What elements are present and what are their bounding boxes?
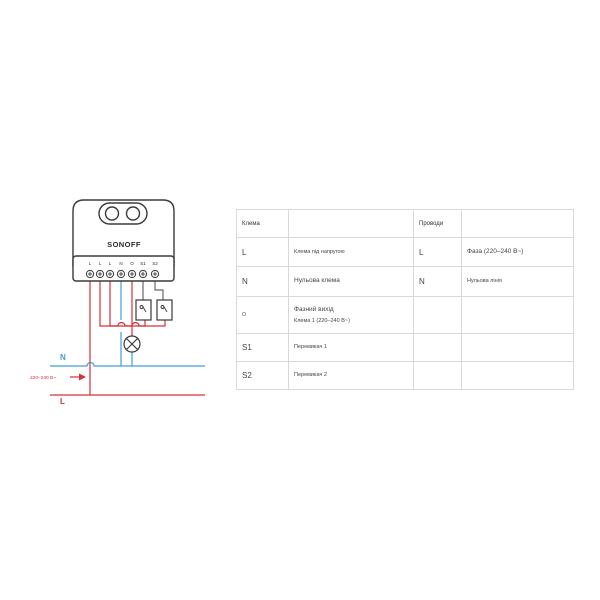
terminal-screw-icon [85, 269, 95, 279]
cell-description-line: Нульова клема [294, 277, 340, 285]
header-terminal-description [288, 209, 414, 238]
terminal-label-l: L [109, 261, 112, 266]
terminal-screw-icon [138, 269, 148, 279]
header-terminal: Клема [236, 209, 289, 238]
cell-wire: N [413, 266, 462, 297]
voltage-label: 220–240 В~ [30, 375, 56, 381]
cell-description-line: Клема під напругою [294, 248, 345, 255]
table-row: O Фазний вихід Клема 1 (220–240 В~) [236, 296, 574, 334]
table-row: N Нульова клема N Нульова лінія [236, 266, 574, 297]
terminal-table: Клема Проводи L Клема під напругою L Фаз… [236, 209, 574, 390]
switch-s2 [156, 299, 173, 321]
switch-s1-box [135, 299, 152, 321]
lamp-icon [123, 335, 141, 353]
header-wires: Проводи [413, 209, 462, 238]
switch-s1 [135, 299, 152, 321]
wiring-diagram: SONOFF L L L N O S1 S2 N L 220–240 В~ [30, 199, 205, 406]
table-row: S2 Перемикач 2 [236, 361, 574, 390]
cell-terminal: S2 [236, 361, 289, 390]
terminal-label-s2: S2 [152, 261, 158, 266]
cell-terminal: S1 [236, 333, 289, 362]
cell-description: Перемикач 1 [288, 333, 414, 362]
cell-description: Перемикач 2 [288, 361, 414, 390]
cell-terminal: O [236, 296, 289, 334]
relay-module: SONOFF L L L N O S1 S2 [72, 199, 175, 282]
neutral-line-label: N [60, 353, 66, 362]
cell-wire: L [413, 237, 462, 267]
live-wire-l2 [99, 281, 146, 327]
terminal-screw-icon [116, 269, 126, 279]
table-row: S1 Перемикач 1 [236, 333, 574, 362]
terminal-label-s1: S1 [140, 261, 146, 266]
cell-terminal: N [236, 266, 289, 297]
pairing-button [104, 206, 120, 221]
terminal-screw-icon [95, 269, 105, 279]
terminal-screw-icon [127, 269, 137, 279]
cell-description-line: Клема 1 (220–240 В~) [294, 317, 350, 324]
header-wire-description [461, 209, 574, 238]
cell-description: Клема під напругою [288, 237, 414, 267]
wires [50, 281, 205, 396]
neutral-line [50, 361, 205, 367]
cell-wire-description [461, 296, 574, 334]
table-row: L Клема під напругою L Фаза (220–240 В~) [236, 237, 574, 267]
live-wire-l3 [109, 281, 166, 327]
led-indicator [125, 206, 141, 221]
cell-description-line: Фазний вихід [294, 305, 334, 313]
terminal-label-l: L [99, 261, 102, 266]
terminal-screw-icon [150, 269, 160, 279]
terminal-label-n: N [119, 261, 122, 266]
switch-s2-lever-icon [163, 305, 168, 313]
switch-s1-lever-icon [142, 305, 147, 313]
switch-wire-s2 [154, 281, 164, 300]
brand-logo: SONOFF [107, 240, 141, 249]
cell-description-line: Перемикач 1 [294, 344, 327, 351]
live-line-label: L [60, 397, 65, 406]
cell-wire [413, 333, 462, 362]
cell-description: Фазний вихід Клема 1 (220–240 В~) [288, 296, 414, 334]
terminal-label-l: L [89, 261, 92, 266]
cell-wire [413, 296, 462, 334]
table-header-row: Клема Проводи [236, 209, 574, 238]
cell-wire-description [461, 361, 574, 390]
switch-s2-box [156, 299, 173, 321]
cell-description-line: Перемикач 2 [294, 372, 327, 379]
cell-wire [413, 361, 462, 390]
cell-terminal: L [236, 237, 289, 267]
cell-description: Нульова клема [288, 266, 414, 297]
cell-wire-description [461, 333, 574, 362]
cell-wire-description: Нульова лінія [461, 266, 574, 297]
input-arrow-icon [70, 373, 86, 381]
terminal-screw-icon [105, 269, 115, 279]
terminal-label-o: O [130, 261, 134, 266]
cell-wire-description: Фаза (220–240 В~) [461, 237, 574, 267]
